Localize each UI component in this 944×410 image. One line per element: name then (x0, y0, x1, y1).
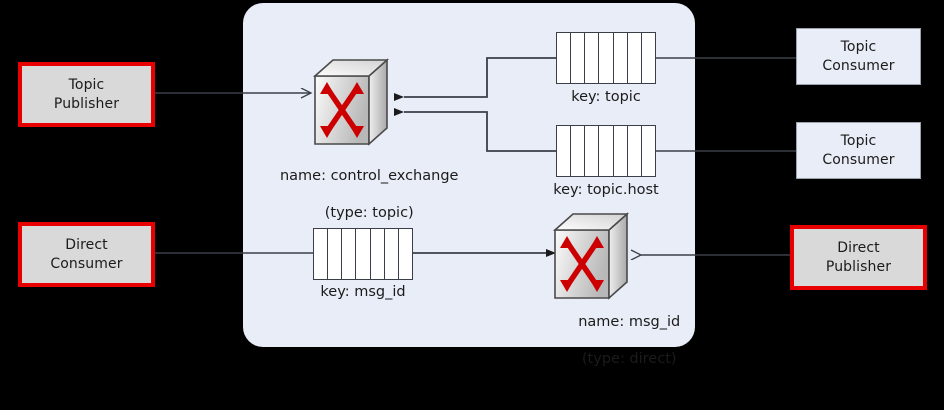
queue-cell (385, 229, 399, 279)
queue-cell (585, 126, 600, 176)
endpoint-direct-publisher-line2: Publisher (825, 258, 892, 275)
exchange-msgid-name: name: msg_id (578, 313, 681, 330)
queue-topic[interactable] (556, 32, 656, 84)
queue-cell (342, 229, 357, 279)
queue-cell (571, 126, 586, 176)
endpoint-direct-publisher[interactable]: Direct Publisher (790, 225, 927, 290)
queue-cell (356, 229, 371, 279)
exchange-icon[interactable] (312, 56, 390, 148)
queue-cell (642, 33, 655, 83)
endpoint-topic-consumer-2-line1: Topic (840, 133, 877, 150)
queue-cell (371, 229, 385, 279)
queue-cell (628, 33, 642, 83)
endpoint-topic-publisher[interactable]: Topic Publisher (18, 62, 155, 127)
endpoint-topic-consumer-1-line1: Topic (840, 39, 877, 56)
endpoint-topic-consumer-2-line2: Consumer (822, 151, 895, 168)
queue-cell (557, 33, 572, 83)
queue-cell (642, 126, 655, 176)
endpoint-topic-publisher-line1: Topic (68, 77, 105, 94)
endpoint-topic-consumer-1[interactable]: Topic Consumer (796, 28, 921, 85)
endpoint-direct-consumer[interactable]: Direct Consumer (18, 222, 155, 287)
endpoint-direct-consumer-line2: Consumer (50, 255, 123, 272)
exchange-icon[interactable] (552, 210, 630, 302)
exchange-msgid-type: (type: direct) (581, 350, 677, 367)
queue-topic-host-label: key: topic.host (553, 182, 659, 198)
queue-cell (614, 126, 628, 176)
queue-msg-id[interactable] (313, 228, 413, 280)
queue-cell (557, 126, 572, 176)
endpoint-direct-consumer-line1: Direct (65, 237, 108, 254)
queue-cell (571, 33, 586, 83)
endpoint-topic-consumer-1-line2: Consumer (822, 57, 895, 74)
queue-cell (328, 229, 343, 279)
exchange-control-label: name: control_exchange (type: topic) (245, 148, 475, 241)
exchange-msgid-label: name: msg_id (type: direct) (520, 294, 720, 387)
exchange-control-name: name: control_exchange (279, 167, 459, 184)
queue-cell (599, 126, 614, 176)
endpoint-topic-publisher-line2: Publisher (53, 95, 120, 112)
queue-cell (599, 33, 614, 83)
queue-cell (585, 33, 600, 83)
queue-msg-id-label: key: msg_id (320, 284, 406, 300)
queue-topic-label: key: topic (571, 89, 641, 105)
endpoint-topic-consumer-2[interactable]: Topic Consumer (796, 122, 921, 179)
queue-topic-host[interactable] (556, 125, 656, 177)
queue-cell (314, 229, 329, 279)
endpoint-direct-publisher-line1: Direct (837, 240, 880, 257)
exchange-control-type: (type: topic) (324, 204, 414, 221)
queue-cell (628, 126, 642, 176)
queue-cell (614, 33, 628, 83)
